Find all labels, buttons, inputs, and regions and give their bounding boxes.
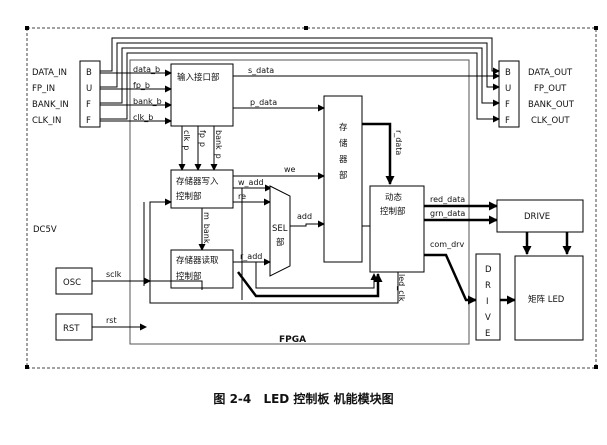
block-mem-write-label-1: 存储器写入 (176, 176, 219, 187)
label-fp-in: FP_IN (32, 84, 55, 94)
sig-we: we (284, 165, 296, 174)
sig-re: re (238, 192, 246, 201)
block-dyn-label-2: 控制部 (380, 206, 406, 217)
fpga-label: FPGA (279, 335, 306, 345)
memory-block (323, 95, 363, 263)
buf-letter-out-4: F (505, 116, 510, 126)
caption-figure-number: 图 2-4 (213, 392, 252, 406)
sig-add: add (297, 212, 312, 221)
block-mem-label-4: 部 (339, 170, 348, 181)
fpga-box (129, 59, 470, 345)
block-osc-label: OSC (63, 278, 81, 288)
block-sel-label-1: SEL (272, 224, 288, 234)
label-bank-in: BANK_IN (32, 100, 69, 110)
sig-led-clk: led_clk (397, 274, 406, 302)
sig-p-data: p_data (250, 98, 277, 107)
label-clk-out: CLK_OUT (531, 116, 570, 126)
label-fp-out: FP_OUT (534, 84, 567, 94)
sig-sclk: sclk (106, 270, 122, 279)
dynamic-control-block (369, 185, 425, 273)
sig-fp-p: fp_p (198, 130, 207, 147)
block-drive-label: DRIVE (524, 212, 550, 222)
sig-fp-b: fp_b (133, 81, 150, 90)
block-drive-v-5: E (485, 329, 490, 339)
buf-letter-in-3: F (86, 100, 91, 110)
matrix-led-block (514, 255, 584, 341)
sig-clk-p: clk_p (182, 130, 191, 150)
block-mem-read-label-1: 存储器读取 (176, 255, 219, 266)
input-buff-block (79, 60, 101, 128)
block-mem-read-label-2: 控制部 (176, 271, 202, 282)
block-matrix-led-label: 矩阵 LED (528, 294, 565, 305)
buf-letter-out-2: U (505, 84, 511, 94)
sig-clk-b: clk_b (133, 113, 153, 122)
mem-write-block (170, 169, 234, 209)
block-drive-v-1: D (485, 265, 492, 275)
drive-vertical-block (475, 253, 501, 341)
block-dyn-label-1: 动态 (385, 192, 403, 203)
buf-letter-in-4: F (86, 116, 91, 126)
buf-letter-out-3: F (505, 100, 510, 110)
block-mem-write-label-2: 控制部 (176, 191, 202, 202)
block-sel-label-2: 部 (276, 237, 285, 248)
block-input-interface-label: 输入接口部 (177, 72, 220, 83)
board-border (26, 27, 597, 369)
output-buff-block (498, 60, 520, 128)
sig-w-add: w_add (238, 178, 264, 187)
block-drive-v-3: I (486, 297, 489, 307)
figure-caption: 图 2-4 LED 控制板 机能模块图 (0, 390, 607, 407)
caption-text: LED 控制板 机能模块图 (263, 392, 394, 406)
label-clk-in: CLK_IN (32, 116, 61, 126)
osc-block (55, 267, 93, 295)
sig-m-bank: m_bank (202, 212, 211, 244)
sig-grn-data: grn_data (430, 209, 465, 218)
sig-rst: rst (106, 316, 117, 325)
sig-bank-p: bank_p (214, 130, 223, 159)
sig-bank-b: bank_b (133, 97, 162, 106)
label-bank-out: BANK_OUT (528, 100, 575, 110)
block-drive-v-4: V (485, 313, 491, 323)
sig-r-add: r_add (240, 252, 262, 261)
block-rst-label: RST (63, 324, 80, 334)
block-mem-label-2: 储 (339, 138, 348, 149)
sig-data-b: data_b (133, 65, 160, 74)
sig-s-data: s_data (248, 66, 274, 75)
sig-com-drv: com_drv (430, 240, 464, 249)
dc5v-label: DC5V (33, 225, 57, 235)
sig-red-data: red_data (430, 195, 465, 204)
label-data-out: DATA_OUT (528, 68, 573, 78)
block-drive-v-2: R (485, 281, 491, 291)
drive-block (496, 199, 584, 233)
block-mem-label-1: 存 (339, 122, 348, 133)
block-mem-label-3: 器 (339, 155, 348, 165)
input-interface-block (170, 63, 234, 127)
sig-r-data: r_data (394, 130, 403, 155)
buf-letter-in-1: B (86, 68, 92, 78)
buf-letter-out-1: B (505, 68, 511, 78)
sel-block (269, 185, 291, 277)
label-data-in: DATA_IN (32, 68, 67, 78)
rst-block (55, 313, 93, 341)
buf-letter-in-2: U (86, 84, 92, 94)
